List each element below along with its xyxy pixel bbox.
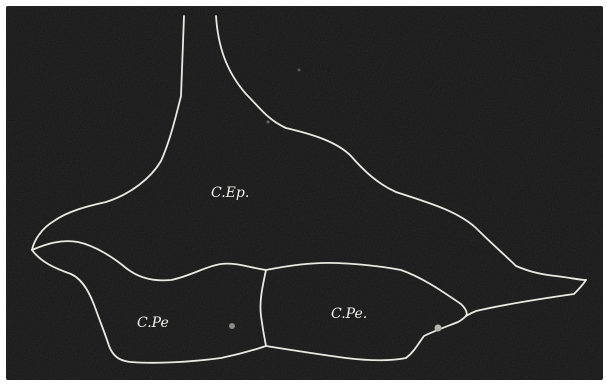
label-lower-right-region: C.Pe. [331, 306, 367, 322]
dark-figure-background: C.Ep. C.Pe C.Pe. [6, 6, 603, 380]
label-upper-region: C.Ep. [211, 185, 249, 201]
light-speck [435, 325, 442, 332]
paper-grain-texture [6, 6, 603, 380]
outline-drawing: C.Ep. C.Pe C.Pe. [6, 6, 603, 380]
label-lower-left-region: C.Pe [137, 315, 169, 331]
light-speck [267, 121, 270, 124]
light-speck [229, 323, 235, 329]
light-speck [298, 69, 301, 72]
